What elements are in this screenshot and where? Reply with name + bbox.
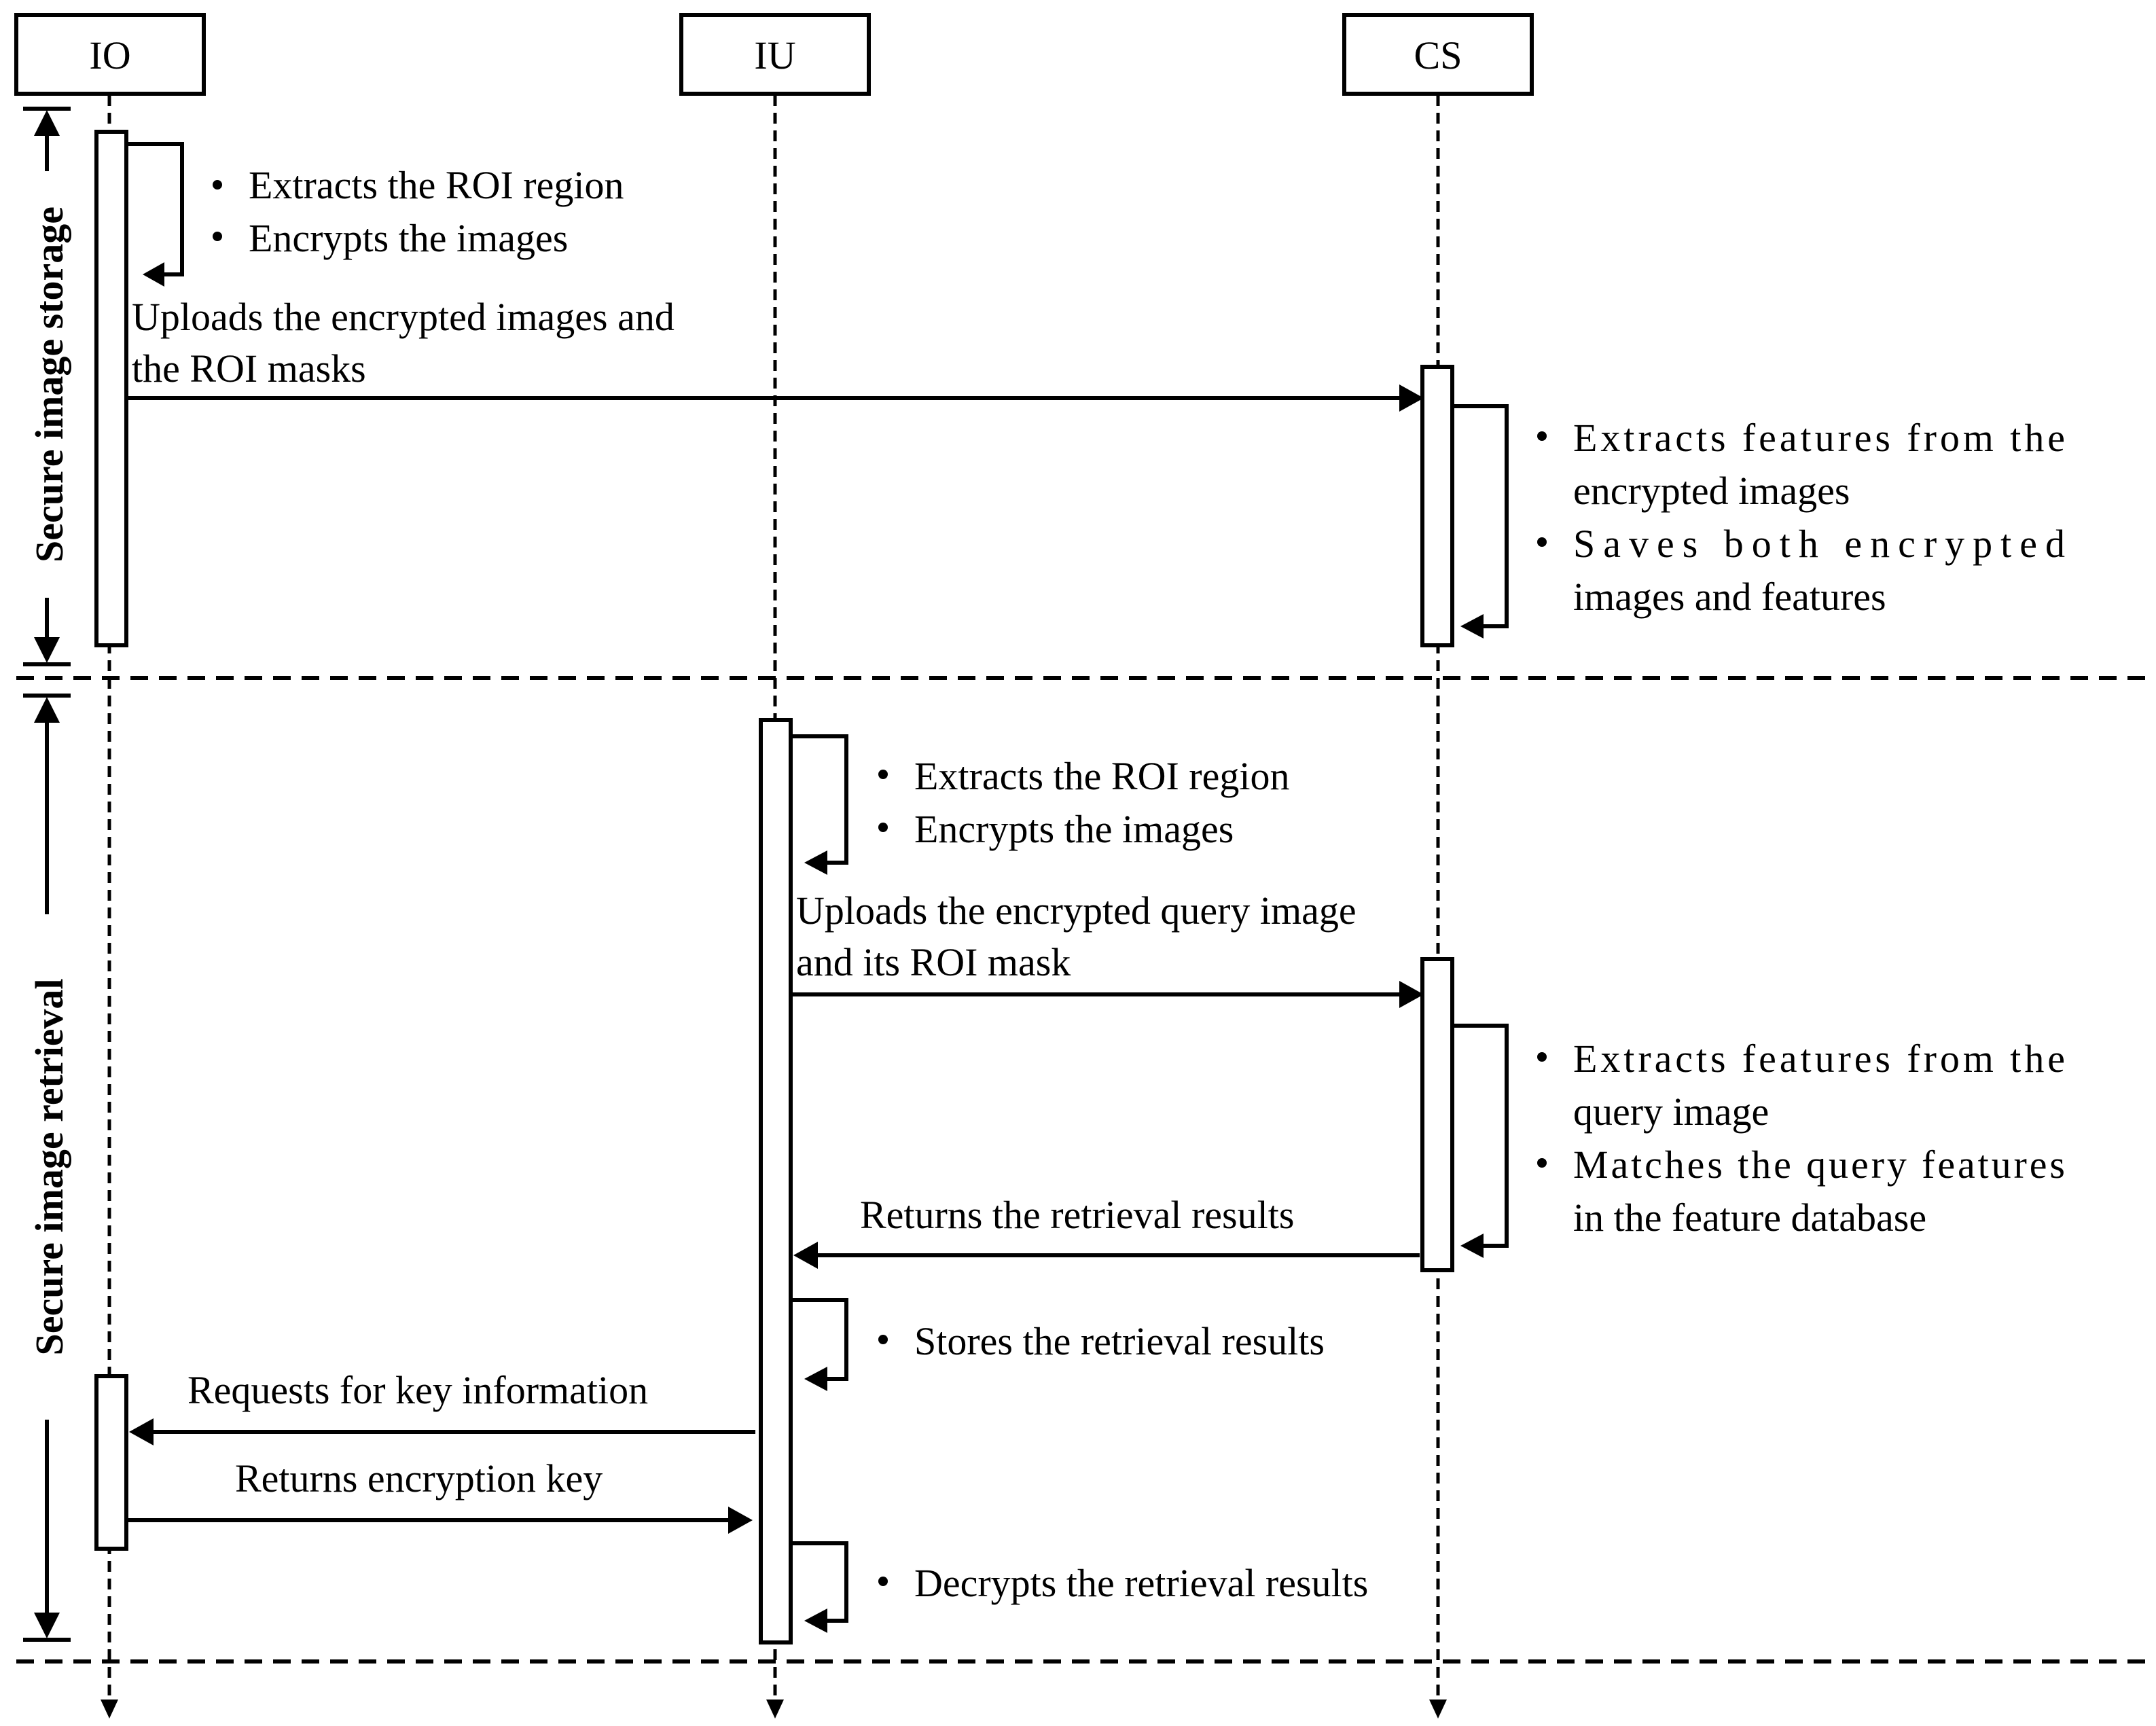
request-key-label: Requests for key information <box>187 1368 648 1412</box>
cs-self-call-storage-arrowhead <box>1460 614 1484 639</box>
iu-decrypt-bullet-text: Decrypts the retrieval results <box>914 1561 1368 1605</box>
cs-bullet-2 <box>1537 537 1547 547</box>
phase-retrieval-arrow-up <box>34 697 60 723</box>
cs-retrieval-bullet-1-line2: query image <box>1573 1090 1769 1134</box>
actor-iu-label: IU <box>754 33 795 77</box>
phase-storage-label: Secure image storage <box>27 206 71 562</box>
cs-bullet-1-line1: Extracts features from the <box>1573 416 2065 460</box>
cs-self-call-storage <box>1454 404 1509 628</box>
actor-cs-label: CS <box>1414 33 1462 77</box>
cs-self-call-retrieval <box>1454 1024 1509 1248</box>
lifeline-io-end-arrow <box>101 1700 118 1719</box>
io-activation-retrieval <box>94 1374 128 1551</box>
iu-store-bullet <box>878 1335 888 1344</box>
storage-upload-arrowhead <box>1399 384 1424 412</box>
retrieval-upload-label-line2: and its ROI mask <box>796 940 1071 984</box>
storage-upload-label-line2: the ROI masks <box>132 346 366 391</box>
actor-io: IO <box>14 13 206 96</box>
cs-bullet-2-line2: images and features <box>1573 575 1886 619</box>
iu-bullet-1-text: Extracts the ROI region <box>914 754 1289 798</box>
return-key-arrowhead <box>728 1507 753 1534</box>
cs-bullet-2-line1: Saves both encrypted <box>1573 522 2065 566</box>
cs-activation-retrieval <box>1420 957 1454 1272</box>
request-key-arrowhead <box>129 1418 154 1445</box>
phase-storage-arrow-down <box>34 637 60 663</box>
iu-self-call-3-arrowhead <box>804 1608 827 1633</box>
iu-self-call-1-arrowhead <box>804 850 827 875</box>
io-self-call-storage-arrowhead <box>143 262 164 287</box>
iu-self-call-2-arrowhead <box>804 1367 827 1391</box>
cs-self-call-retrieval-arrowhead <box>1460 1234 1484 1258</box>
iu-store-bullet-text: Stores the retrieval results <box>914 1319 1325 1363</box>
iu-self-call-2 <box>792 1298 848 1381</box>
return-key-label: Returns encryption key <box>235 1456 603 1500</box>
phase-retrieval-label: Secure image retrieval <box>27 978 71 1355</box>
actor-io-label: IO <box>89 33 130 77</box>
retrieval-upload-label-line1: Uploads the encrypted query image <box>796 888 1357 933</box>
cs-retrieval-bullet-2-line2: in the feature database <box>1573 1195 1926 1240</box>
retrieval-upload-arrowhead <box>1399 981 1424 1008</box>
iu-self-call-1 <box>792 734 848 865</box>
cs-retrieval-bullet-2 <box>1537 1158 1547 1168</box>
cs-retrieval-bullet-1 <box>1537 1052 1547 1062</box>
return-results-arrowhead <box>793 1242 818 1269</box>
iu-bullet-1 <box>878 770 888 779</box>
io-self-call-storage <box>128 142 184 276</box>
cs-activation-storage <box>1420 365 1454 647</box>
phase-retrieval-bracket <box>23 694 71 1642</box>
cs-retrieval-bullet-1-line1: Extracts features from the <box>1573 1037 2065 1081</box>
io-activation-storage <box>94 130 128 647</box>
iu-activation-retrieval <box>759 718 793 1644</box>
cs-bullet-1 <box>1537 431 1547 441</box>
phase-storage-arrow-up <box>34 110 60 136</box>
lifeline-iu-end-arrow <box>766 1700 784 1719</box>
iu-self-call-3 <box>792 1541 848 1623</box>
actor-cs: CS <box>1342 13 1534 96</box>
iu-bullet-2 <box>878 823 888 832</box>
iu-bullet-2-text: Encrypts the images <box>914 807 1234 851</box>
cs-retrieval-bullet-2-line1: Matches the query features <box>1573 1143 2065 1187</box>
return-results-label: Returns the retrieval results <box>860 1193 1294 1237</box>
io-bullet-1 <box>213 180 222 190</box>
io-bullet-1-text: Extracts the ROI region <box>249 163 624 207</box>
io-bullet-2-text: Encrypts the images <box>249 216 568 260</box>
actor-iu: IU <box>679 13 871 96</box>
lifeline-cs-end-arrow <box>1429 1700 1447 1719</box>
iu-decrypt-bullet <box>878 1577 888 1586</box>
io-bullet-2 <box>213 232 222 241</box>
storage-upload-label-line1: Uploads the encrypted images and <box>132 295 675 339</box>
phase-retrieval-arrow-down <box>34 1613 60 1638</box>
cs-bullet-1-line2: encrypted images <box>1573 469 1850 513</box>
